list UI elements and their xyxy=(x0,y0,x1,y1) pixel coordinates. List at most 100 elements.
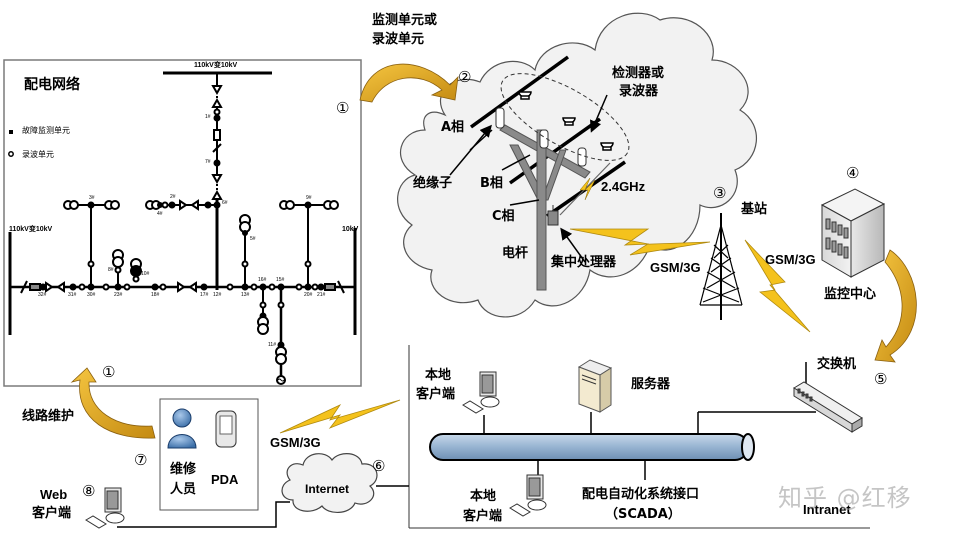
local-client-top-label-line1: 本地 xyxy=(425,368,452,383)
node-label: 9# xyxy=(306,195,312,201)
main-feeder-line xyxy=(10,280,355,294)
branch-down-15 xyxy=(275,287,287,385)
left-bus-label: 110kV变10kV xyxy=(9,226,53,233)
internet-links xyxy=(117,485,409,528)
scada-label-line1: 配电自动化系统接口 xyxy=(582,487,700,502)
arrow-center-to-switch xyxy=(874,249,917,363)
step-6-marker: ⑥ xyxy=(372,457,386,475)
web-client-icon xyxy=(85,487,125,529)
server-label: 服务器 xyxy=(631,377,671,392)
lightning-pda-icon xyxy=(279,399,401,434)
monitor-unit-label-line1: 监测单元或 xyxy=(372,13,438,28)
node-label: 1# xyxy=(205,114,211,120)
web-client-label-line2: 客户端 xyxy=(32,506,72,521)
branch-down-16 xyxy=(257,287,269,335)
central-processor-box xyxy=(547,210,559,226)
switch-label: 交换机 xyxy=(817,357,857,372)
detector-label-line1: 检测器或 xyxy=(612,66,665,81)
frequency-label: 2.4GHz xyxy=(601,179,646,194)
pda-icon xyxy=(215,410,237,448)
pole-shaft xyxy=(536,129,547,291)
switch-icon xyxy=(793,381,863,433)
node-label: 13# xyxy=(241,292,250,298)
detector-icons xyxy=(518,91,614,151)
internet-label: Internet xyxy=(305,482,350,496)
staff-label-line2: 人员 xyxy=(170,482,197,497)
node-label: 31# xyxy=(68,292,77,298)
node-label: 12# xyxy=(213,292,222,298)
maintenance-person-icon xyxy=(167,408,197,449)
legend-fault-monitor: 故障监测单元 xyxy=(22,126,70,135)
node-label: 2# xyxy=(170,194,176,200)
local-client-top-label-line2: 客户端 xyxy=(416,387,456,402)
line-maintenance-label: 线路维护 xyxy=(22,409,75,424)
step-2-marker: ② xyxy=(458,68,472,86)
arrow-maintenance-to-network xyxy=(70,367,156,439)
branch-transformer-2 xyxy=(130,258,142,283)
step-1-marker-bottom: ① xyxy=(102,363,116,381)
maintenance-box xyxy=(159,398,259,511)
local-client-top-icon xyxy=(462,371,500,414)
detector-label-line2: 录波器 xyxy=(619,84,659,99)
gsm-label-pole-station: GSM/3G xyxy=(650,260,701,275)
phase-a-label: A相 xyxy=(441,120,465,135)
monitor-center-label: 监控中心 xyxy=(824,287,877,302)
branch-left xyxy=(63,200,120,287)
step-5-marker: ⑤ xyxy=(874,370,888,388)
monitor-unit-label-line2: 录波单元 xyxy=(372,32,425,47)
lightning-pole-to-station-icon xyxy=(569,228,711,256)
node-label: 21# xyxy=(317,292,326,298)
node-label: 15# xyxy=(276,277,285,283)
base-station-tower-icon xyxy=(699,213,743,320)
step-1-marker: ① xyxy=(336,99,350,117)
monitoring-center-building-icon xyxy=(820,188,886,278)
staff-label-line1: 维修 xyxy=(170,462,197,477)
intranet-label: Intranet xyxy=(803,502,851,517)
branch-right xyxy=(279,200,339,287)
internet-cloud xyxy=(281,453,378,513)
insulator-label: 绝缘子 xyxy=(413,176,453,191)
node-label: 8# xyxy=(108,267,114,273)
step-7-marker: ⑦ xyxy=(134,451,148,469)
top-bus-label: 110kV变10kV xyxy=(194,62,238,69)
node-label: 4# xyxy=(157,211,163,217)
lightning-24ghz-icon xyxy=(579,177,596,201)
step-8-marker: ⑧ xyxy=(82,482,96,500)
phase-c-label: C相 xyxy=(492,209,515,224)
step-4-marker: ④ xyxy=(846,164,860,182)
distribution-network-panel xyxy=(3,59,362,387)
network-title: 配电网络 xyxy=(24,77,80,93)
vertical-feeder xyxy=(211,73,223,290)
lightning-station-to-center-icon xyxy=(744,239,811,333)
fault-monitor-legend-icon xyxy=(9,130,13,134)
node-label: 7# xyxy=(205,159,211,165)
node-label: 3# xyxy=(89,195,95,201)
scada-label-line2: （SCADA） xyxy=(605,507,681,522)
node-label: 30# xyxy=(87,292,96,298)
node-label: 32# xyxy=(38,292,47,298)
pda-label: PDA xyxy=(211,472,239,487)
branch-transformer-5 xyxy=(239,214,251,287)
local-client-bottom-icon xyxy=(509,474,547,517)
node-label: 18# xyxy=(151,292,160,298)
arrow-network-to-monitor xyxy=(359,63,459,103)
base-station-label: 基站 xyxy=(741,202,768,217)
node-label: 5# xyxy=(250,236,256,242)
watermark: 知乎 @红移 xyxy=(778,484,912,512)
node-label: 17# xyxy=(200,292,209,298)
local-client-bottom-label-line2: 客户端 xyxy=(463,509,503,524)
gsm-label-pda: GSM/3G xyxy=(270,435,321,450)
branch-top-middle xyxy=(145,199,221,211)
phase-b-label: B相 xyxy=(480,176,503,191)
legend-recorder: 录波单元 xyxy=(22,150,54,159)
right-bus-label: 10kV xyxy=(342,226,359,233)
node-label: 16# xyxy=(258,277,267,283)
pole-label: 电杆 xyxy=(502,246,529,261)
network-backbone-pipe xyxy=(429,433,755,461)
node-label: 20# xyxy=(304,292,313,298)
recorder-legend-icon xyxy=(8,151,14,157)
web-client-label-line1: Web xyxy=(40,487,68,502)
branch-transformer-1 xyxy=(112,249,124,287)
node-label: 10# xyxy=(141,271,150,277)
